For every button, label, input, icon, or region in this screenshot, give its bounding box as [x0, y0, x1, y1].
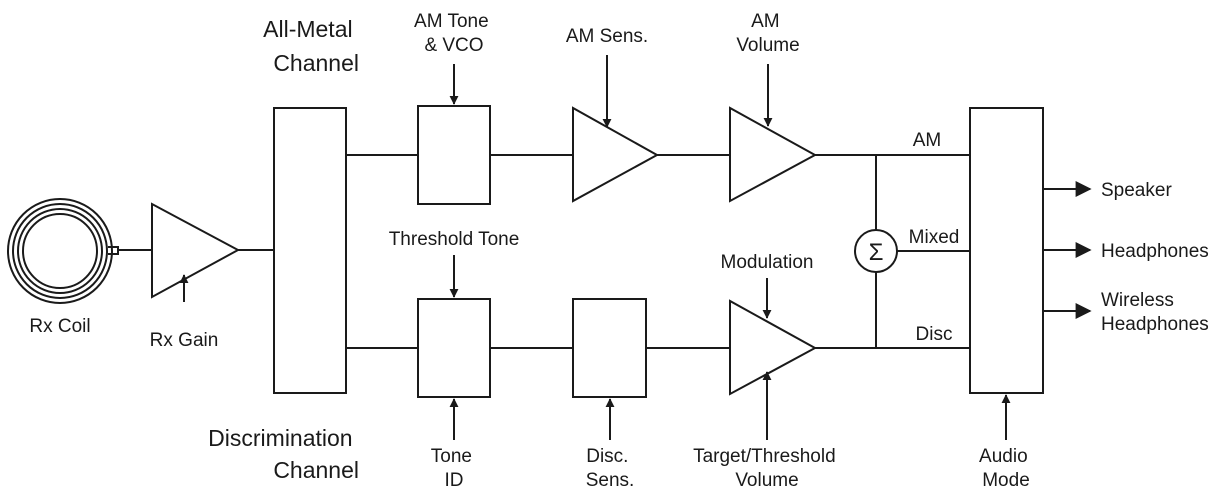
rx-coil-label: Rx Coil — [29, 316, 90, 337]
output-speaker-label: Speaker — [1101, 180, 1172, 201]
rx-gain-amplifier — [151, 202, 241, 299]
summing-symbol: Σ — [869, 239, 884, 266]
am-volume-amplifier — [729, 106, 818, 203]
output-wireless-headphones-label: Wireless Headphones — [1101, 290, 1209, 335]
threshold-tone-id-block — [417, 298, 491, 398]
audio-mode-label: Audio Mode — [979, 446, 1033, 488]
audio-mode-block — [969, 107, 1044, 394]
summing-node — [854, 229, 898, 273]
channel-splitter-block — [273, 107, 347, 394]
signal-label-disc: Disc — [916, 324, 953, 345]
tone-id-label: Tone ID — [431, 446, 477, 488]
am-tone-vco-label: AM Tone & VCO — [414, 11, 494, 56]
target-threshold-volume-amplifier — [729, 299, 818, 396]
all-metal-channel-title: All-Metal Channel — [263, 16, 359, 76]
wires — [118, 154, 970, 349]
target-threshold-volume-label: Target/Threshold Volume — [693, 446, 841, 488]
signal-label-mixed: Mixed — [909, 227, 960, 248]
am-sens-amplifier — [572, 106, 660, 203]
disc-sens-label: Disc. Sens. — [586, 446, 635, 488]
rx-coil — [7, 198, 119, 304]
output-headphones-label: Headphones — [1101, 241, 1209, 262]
modulation-label: Modulation — [721, 252, 814, 273]
rx-gain-label: Rx Gain — [150, 330, 219, 351]
disc-sens-block — [572, 298, 647, 398]
am-sens-label: AM Sens. — [566, 26, 648, 47]
am-volume-label: AM Volume — [736, 11, 799, 56]
discrimination-channel-title: Discrimination Channel — [208, 425, 359, 483]
signal-label-am: AM — [913, 130, 942, 151]
threshold-tone-label: Threshold Tone — [389, 229, 520, 250]
am-tone-vco-block — [417, 105, 491, 205]
